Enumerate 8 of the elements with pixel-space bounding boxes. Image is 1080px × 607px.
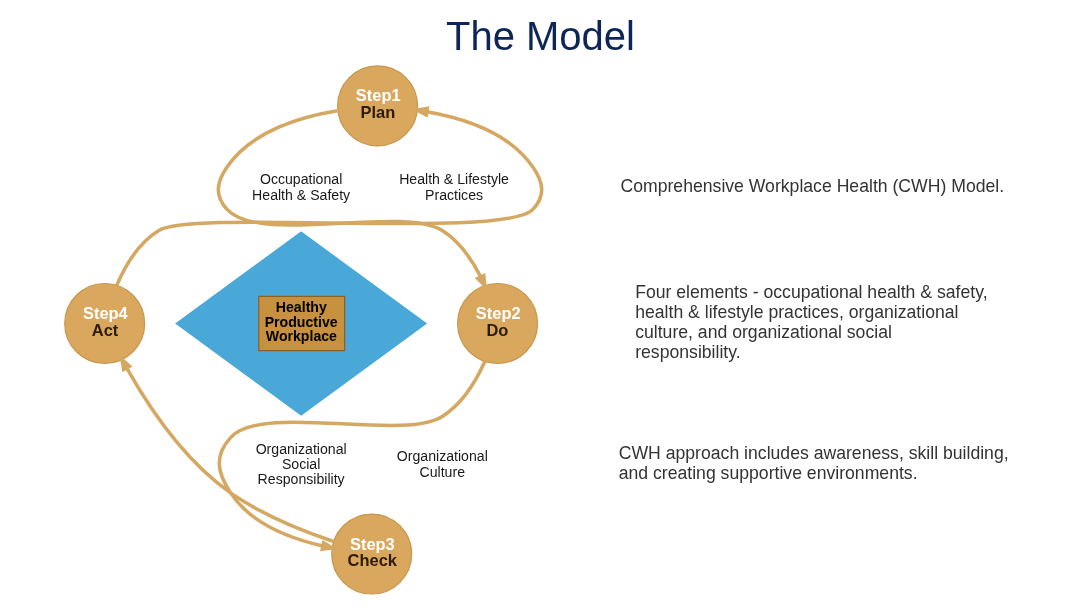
label: Occupational Health & Safety xyxy=(251,171,350,203)
label: Organizational Culture xyxy=(396,448,488,480)
label: CWH approach includes awareness, skill building, and creating supportive environments. xyxy=(618,443,1009,484)
label: Comprehensive Workplace Health (CWH) Model. xyxy=(619,176,1004,197)
label: Organizational Social Responsibility xyxy=(255,440,347,488)
diagram-title: The Model xyxy=(445,13,635,58)
label: Health & Lifestyle Practices xyxy=(398,171,509,203)
label: Four elements - occupational health & safety, health & lifestyle practices, organizational culture, and organizational social responsibility. xyxy=(634,281,988,362)
